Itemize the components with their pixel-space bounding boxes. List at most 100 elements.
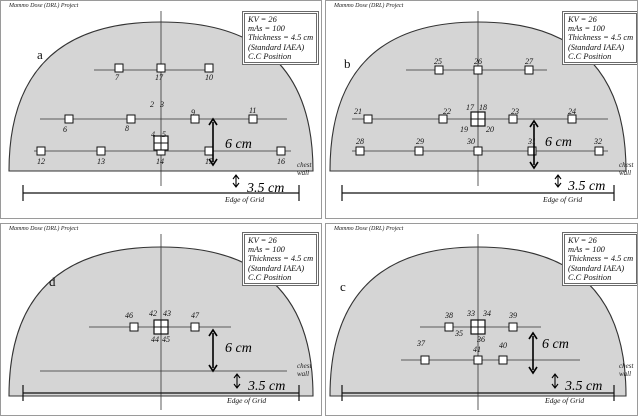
marker-number: 33 [467, 309, 475, 318]
panel-letter: b [344, 56, 351, 71]
parameter-line: Thickness = 4.5 cm [568, 254, 634, 264]
diagram-canvas [8, 11, 314, 201]
measurement-marker [524, 65, 534, 75]
chest-wall-label: chest wall [297, 362, 312, 378]
measurement-marker [414, 146, 424, 156]
measurement-marker [434, 65, 444, 75]
measurement-marker [363, 114, 373, 124]
parameter-line: C.C Position [568, 272, 612, 282]
chest-wall-label: chest wall [619, 362, 634, 378]
arrow-head [232, 174, 240, 180]
measurement-marker [594, 146, 604, 156]
arrow-head [208, 364, 218, 373]
measurement-marker [508, 322, 518, 332]
parameter-line: Thickness = 4.5 cm [568, 33, 634, 43]
measurement-marker [276, 146, 286, 156]
marker-number: 19 [460, 125, 468, 134]
marker-number: 32 [594, 137, 602, 146]
marker-number: 31 [528, 137, 536, 146]
measurement-marker [96, 146, 106, 156]
measurement-marker [498, 355, 508, 365]
measurement-marker [508, 114, 518, 124]
marker-number: 6 [63, 125, 67, 134]
measurement-marker [473, 65, 483, 75]
measurement-marker [527, 146, 537, 156]
marker-number: 29 [416, 137, 424, 146]
marker-number: 12 [37, 157, 45, 166]
panel-letter: c [340, 279, 346, 294]
diagram-canvas [8, 234, 314, 410]
measurement-marker [156, 63, 166, 73]
marker-number: 28 [356, 137, 364, 146]
arrow-head [554, 174, 562, 180]
marker-number: 18 [479, 103, 487, 112]
parameter-line: KV = 26 [568, 15, 597, 24]
marker-number: 22 [443, 107, 451, 116]
parameter-line: C.C Position [248, 51, 292, 61]
project-title: Mammo Dose (DRL) Project [9, 226, 79, 232]
parameter-line: Thickness = 4.5 cm [248, 33, 314, 43]
marker-number: 10 [205, 73, 213, 82]
arrow-head [551, 383, 559, 389]
measurement-marker [355, 146, 365, 156]
parameter-line: Thickness = 4.5 cm [248, 254, 314, 264]
arrow-head [233, 373, 241, 379]
marker-number: 46 [125, 311, 133, 320]
arrow-head [208, 328, 218, 337]
marker-number: 2 [150, 100, 154, 109]
measurement-marker [420, 355, 430, 365]
arrow-head [528, 366, 538, 375]
parameter-line: mAs = 100 [248, 245, 285, 255]
marker-number: 21 [354, 107, 362, 116]
parameter-line: C.C Position [248, 272, 292, 282]
marker-number: 16 [277, 157, 285, 166]
edge-of-grid-label: Edge of Grid [545, 396, 585, 405]
marker-number: 11 [249, 106, 257, 115]
marker-number: 26 [474, 57, 482, 66]
marker-number: 8 [125, 124, 129, 133]
measurement-marker [444, 322, 454, 332]
marker-number: 23 [511, 107, 519, 116]
distance-6cm-label: 6 cm [542, 337, 569, 352]
marker-number: 25 [434, 57, 442, 66]
marker-number: 13 [97, 157, 105, 166]
measurement-marker [438, 114, 448, 124]
project-title: Mammo Dose (DRL) Project [334, 226, 404, 232]
distance-35cm-label: 3.5 cm [248, 379, 286, 394]
marker-number: 3 [160, 100, 164, 109]
marker-number: 15 [205, 157, 213, 166]
parameter-line: (Standard IAEA) [568, 42, 625, 52]
distance-6cm-label: 6 cm [545, 135, 572, 150]
measurement-marker [473, 355, 483, 365]
distance-6cm-label: 6 cm [225, 137, 252, 152]
edge-of-grid-label: Edge of Grid [225, 195, 265, 204]
marker-number: 20 [486, 125, 494, 134]
panel-letter: a [37, 47, 43, 62]
arrow-head [232, 182, 240, 188]
distance-35cm-label: 3.5 cm [565, 379, 603, 394]
marker-number: 37 [417, 339, 425, 348]
chest-wall-label: chest wall [297, 161, 312, 177]
arrow-head [529, 119, 539, 128]
chest-wall-label: chest wall [619, 161, 634, 177]
arrow-head [233, 383, 241, 389]
panel-letter: d [49, 274, 56, 289]
arrow-head [551, 373, 559, 379]
marker-number: 43 [163, 309, 171, 318]
marker-number: 41 [473, 345, 481, 354]
measurement-marker [473, 146, 483, 156]
arrow-head [528, 331, 538, 340]
measurement-marker [36, 146, 46, 156]
marker-number: 14 [156, 157, 164, 166]
arrow-head [554, 182, 562, 188]
marker-number: 17 [155, 73, 163, 82]
diagram-canvas [329, 11, 627, 201]
marker-number: 40 [499, 341, 507, 350]
marker-number: 24 [568, 107, 576, 116]
distance-35cm-label: 3.5 cm [247, 181, 285, 196]
marker-number: 45 [162, 335, 170, 344]
measurement-marker [190, 322, 200, 332]
marker-number: 7 [115, 73, 119, 82]
